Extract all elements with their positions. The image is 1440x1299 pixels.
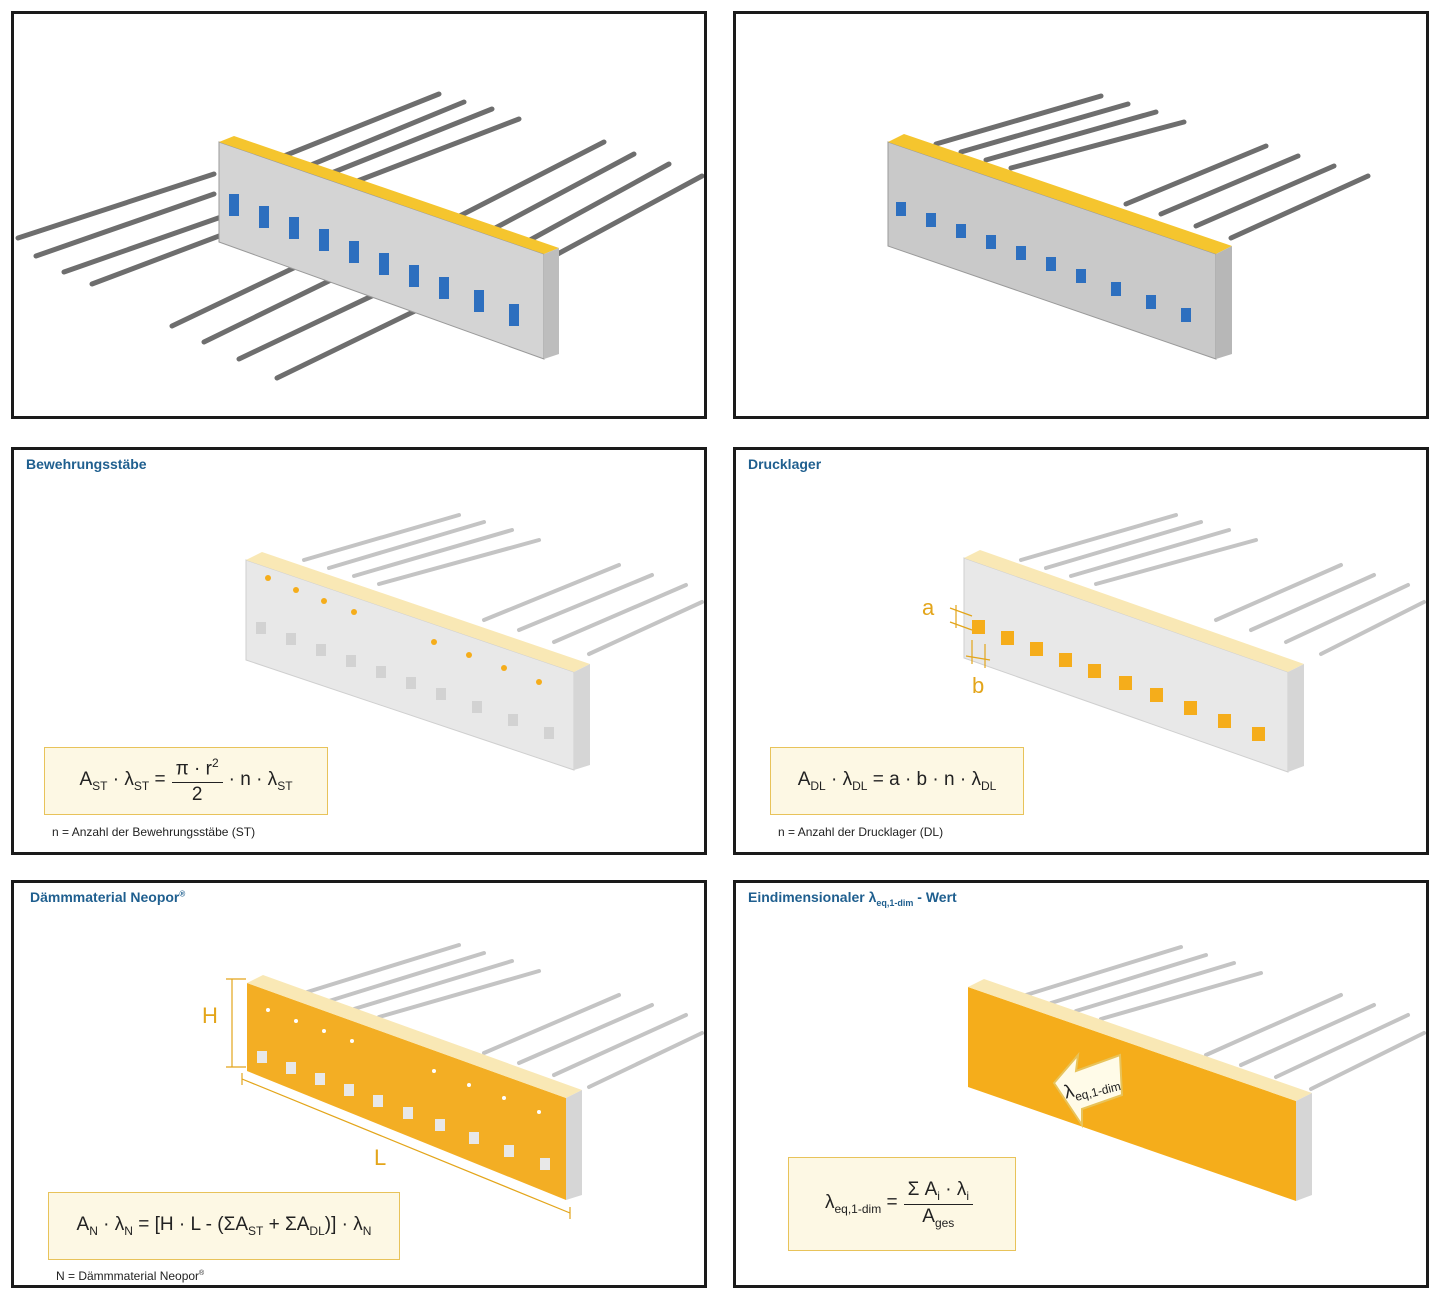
panel-open-connector xyxy=(11,11,707,419)
panel-title: Dämmmaterial Neopor® xyxy=(30,889,186,905)
panel-title: Drucklager xyxy=(748,456,822,472)
formula-lhs: AST · λST = xyxy=(79,769,166,793)
connector-rebar-illustration xyxy=(245,513,704,771)
connector-bearing-illustration xyxy=(949,513,1426,773)
panel-title: Eindimensionaler λeq,1-dim - Wert xyxy=(748,889,957,908)
dimension-a-label: a xyxy=(922,595,935,620)
connector-equivalent-illustration xyxy=(968,945,1426,1201)
connector-open-illustration xyxy=(15,91,704,381)
connector-insulation-illustration xyxy=(226,943,704,1219)
dimension-b-label: b xyxy=(972,673,985,698)
dimension-l-label: L xyxy=(374,1145,387,1170)
panel-title: Bewehrungsstäbe xyxy=(26,456,147,472)
formula-lhs: λeq,1-dim = xyxy=(825,1192,898,1216)
formula-note: n = Anzahl der Bewehrungsstäbe (ST) xyxy=(52,825,256,839)
panel-daemmmaterial: Dämmmaterial Neopor® H L AN · xyxy=(11,880,707,1288)
dimension-h-label: H xyxy=(202,1003,218,1028)
formula-box: AN · λN = [H · L - (ΣAST + ΣADL)] · λN xyxy=(48,1192,400,1260)
connector-closed-illustration xyxy=(887,93,1371,360)
panel-drucklager: Drucklager a b ADL · λDL = a · b · n · λ… xyxy=(733,447,1429,855)
formula-note: N = Dämmmaterial Neopor® xyxy=(56,1269,205,1283)
panel-closed-connector xyxy=(733,11,1429,419)
formula-expression: ADL · λDL = a · b · n · λDL xyxy=(797,769,997,793)
panel-eindimensional: Eindimensionaler λeq,1-dim - Wert λeq,1-… xyxy=(733,880,1429,1288)
formula-note: n = Anzahl der Drucklager (DL) xyxy=(778,825,944,839)
formula-expression: AN · λN = [H · L - (ΣAST + ΣADL)] · λN xyxy=(76,1214,372,1238)
formula-box: ADL · λDL = a · b · n · λDL xyxy=(770,747,1024,815)
formula-tail: · n · λST xyxy=(228,769,293,793)
